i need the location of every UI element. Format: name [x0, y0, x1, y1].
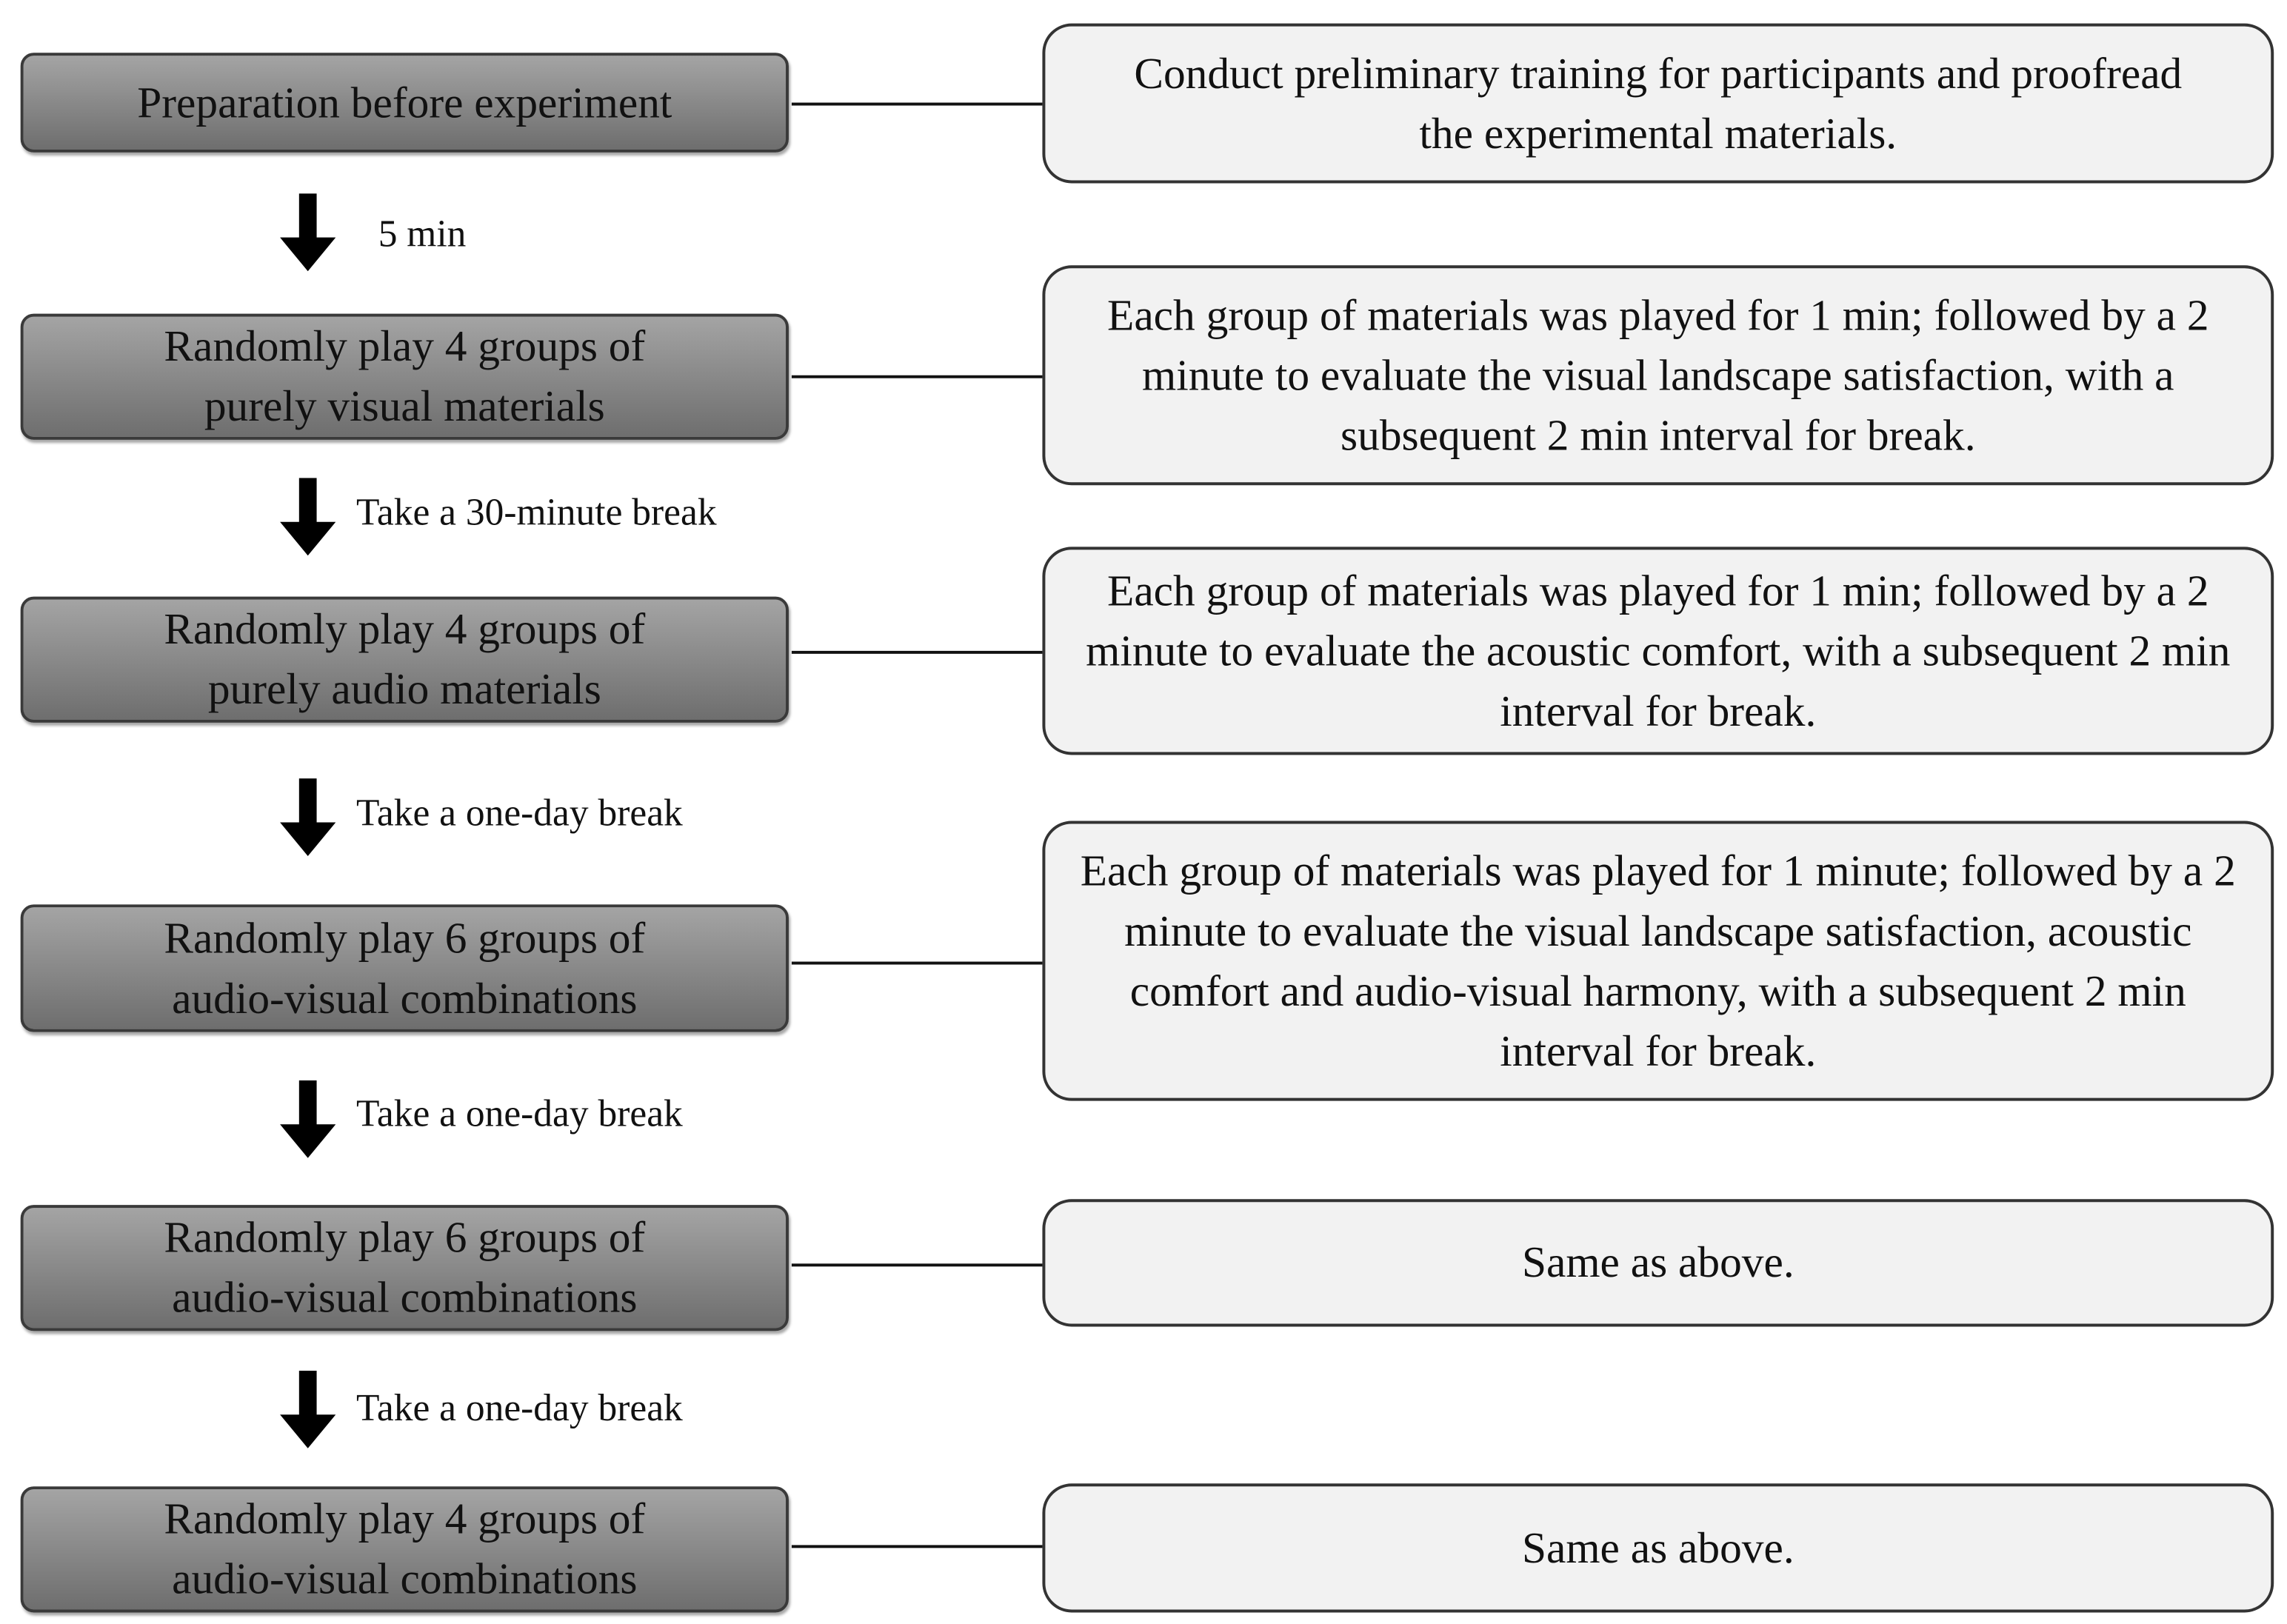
detail-box-4: Each group of materials was played for 1… [1042, 821, 2274, 1101]
step-box-2: Randomly play 4 groups of purely visual … [20, 313, 789, 440]
connector-line [791, 961, 1043, 965]
step-label: Preparation before experiment [137, 78, 672, 127]
connector-line [791, 650, 1043, 654]
transition-label: 5 min [378, 213, 467, 255]
detail-box-6: Same as above. [1042, 1483, 2274, 1613]
detail-text: Same as above. [1521, 1523, 1794, 1573]
step-box-1: Preparation before experiment [20, 53, 789, 153]
transition-label: Take a one-day break [356, 1092, 683, 1135]
detail-box-2: Each group of materials was played for 1… [1042, 265, 2274, 486]
step-label: Randomly play 4 groups of audio-visual c… [164, 1495, 646, 1604]
connector-line [791, 1263, 1043, 1267]
detail-text: Each group of materials was played for 1… [1107, 290, 2209, 460]
step-label: Randomly play 6 groups of audio-visual c… [164, 1214, 646, 1323]
transition-label: Take a 30-minute break [356, 491, 717, 534]
transition-label: Take a one-day break [356, 1386, 683, 1430]
down-arrow-icon [280, 478, 336, 556]
step-box-3: Randomly play 4 groups of purely audio m… [20, 596, 789, 723]
step-box-5: Randomly play 6 groups of audio-visual c… [20, 1205, 789, 1331]
transition-label: Take a one-day break [356, 791, 683, 835]
detail-box-1: Conduct preliminary training for partici… [1042, 23, 2274, 184]
down-arrow-icon [280, 1080, 336, 1158]
down-arrow-icon [280, 1370, 336, 1448]
down-arrow-icon [280, 193, 336, 272]
detail-text: Same as above. [1521, 1238, 1794, 1288]
detail-text: Conduct preliminary training for partici… [1134, 49, 2183, 158]
down-arrow-icon [280, 778, 336, 857]
detail-box-3: Each group of materials was played for 1… [1042, 547, 2274, 755]
step-label: Randomly play 4 groups of purely visual … [164, 322, 646, 431]
detail-text: Each group of materials was played for 1… [1086, 567, 2231, 735]
step-label: Randomly play 4 groups of purely audio m… [164, 605, 646, 715]
connector-line [791, 102, 1043, 106]
connector-line [791, 1545, 1043, 1548]
step-label: Randomly play 6 groups of audio-visual c… [164, 914, 646, 1023]
step-box-6: Randomly play 4 groups of audio-visual c… [20, 1486, 789, 1613]
detail-text: Each group of materials was played for 1… [1080, 846, 2236, 1075]
step-box-4: Randomly play 6 groups of audio-visual c… [20, 904, 789, 1032]
connector-line [791, 375, 1043, 378]
detail-box-5: Same as above. [1042, 1199, 2274, 1327]
